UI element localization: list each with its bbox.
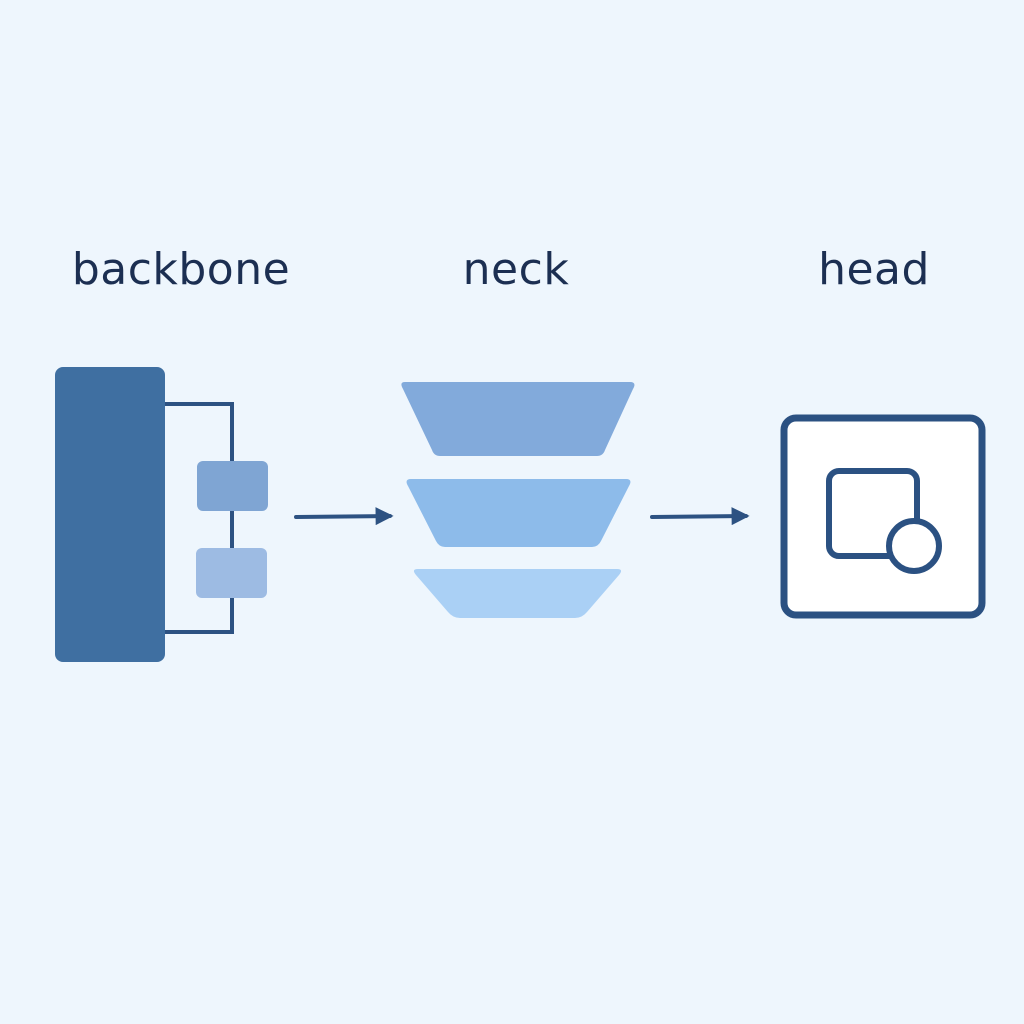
neck-group — [401, 382, 635, 618]
bounding-box-icon — [826, 468, 920, 559]
backbone-module-2 — [196, 548, 267, 598]
head-frame — [780, 414, 986, 619]
arrow-backbone-to-neck — [294, 507, 394, 526]
backbone-group — [55, 367, 268, 662]
bounding-box-with-circle-icon — [826, 468, 942, 574]
backbone-module-1 — [197, 461, 268, 511]
neck-label: neck — [462, 244, 570, 295]
arrow-neck-to-head — [650, 507, 750, 526]
head-label: head — [818, 244, 930, 295]
head-group — [780, 414, 986, 619]
neck-layer-2 — [406, 479, 631, 547]
backbone-block — [55, 367, 165, 662]
backbone-skip-connection — [164, 402, 234, 634]
circle-icon — [886, 518, 942, 574]
neck-layer-1 — [401, 382, 635, 456]
backbone-label: backbone — [71, 244, 291, 295]
neck-layer-3 — [413, 569, 622, 618]
